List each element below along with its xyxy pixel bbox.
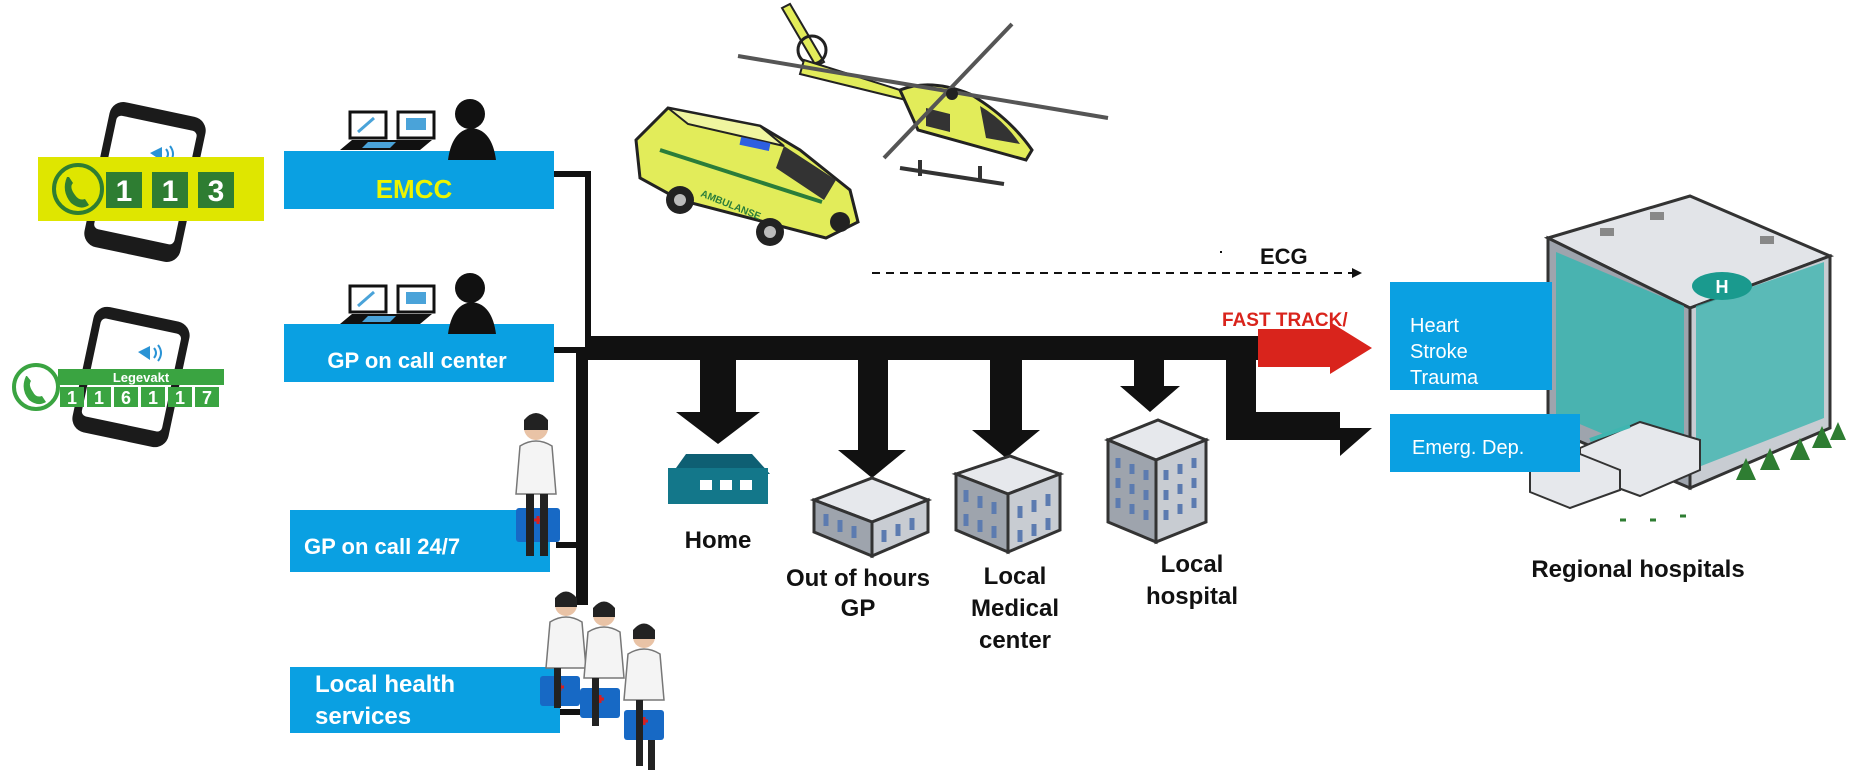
regional-hospital-icon: H [1529,194,1846,522]
digit-box [152,172,188,208]
digit-116117-2: 1 [94,388,104,408]
connector-lines [554,171,591,715]
main-flow-trunk [588,322,1372,374]
local-hospital-building-icon [1104,418,1210,545]
phone-113: 1 1 3 [38,102,264,262]
home-icon [668,454,770,504]
emcc-box: EMCC [284,151,554,209]
gp-on-call-247-box: GP on call 24/7 [290,510,550,572]
gp-center-operator-icon [340,273,496,334]
doctor-icon [515,413,560,556]
emcc-label: EMCC [376,174,453,204]
local-health-services-box: Local health services [290,667,560,733]
legevakt-label: Legevakt [113,370,170,385]
trauma-label: Trauma [1410,367,1479,389]
local-hospital-label-line1: Local [1161,551,1224,578]
helicopter-icon [737,2,1109,186]
digit-113-2: 1 [162,175,179,208]
ambulance-icon: AMBULANSE [634,106,860,246]
arrow-to-out-of-hours [838,360,906,478]
helipad-h-icon: H [1716,277,1729,297]
digit-113-3: 3 [208,175,225,208]
local-health-label-line1: Local health [315,671,455,698]
gp-call-center-label: GP on call center [327,348,507,373]
gp-on-call-247-label: GP on call 24/7 [304,534,460,559]
number-116117: 1 1 6 1 1 7 [60,387,219,408]
digit-box [106,172,142,208]
local-medical-label-line2: Medical [971,595,1059,622]
gp-call-center-box: GP on call center [284,324,554,382]
digit-116117-4: 1 [148,388,158,408]
arrow-to-home [676,360,760,444]
phone-116117: Legevakt 1 1 6 1 1 7 [12,306,224,448]
doctor-icon [580,601,625,726]
phone-handset-icon [12,363,60,411]
out-of-hours-building-icon [809,476,933,559]
arrow-to-local-hospital [1120,360,1180,412]
digit-116117-6: 7 [202,388,212,408]
fast-track-arrow [1258,322,1372,374]
local-medical-center-building-icon [951,454,1065,555]
emergency-department-box: Emerg. Dep. [1390,414,1580,472]
doctor-icon [623,623,665,770]
local-health-label-line2: services [315,703,411,730]
fast-track-label: FAST TRACK/ [1222,310,1348,331]
home-label: Home [685,527,752,554]
local-hospital-label-line2: hospital [1146,583,1238,610]
emcc-operator-icon [340,99,496,160]
stroke-label: Stroke [1410,341,1468,363]
ecg-label: ECG [1260,244,1308,269]
digit-116117-5: 1 [175,388,185,408]
local-medical-label-line3: center [979,627,1051,654]
digit-box [198,172,234,208]
emerg-dep-label: Emerg. Dep. [1412,437,1524,459]
doctor-icon [540,591,587,708]
local-medical-label-line1: Local [984,563,1047,590]
regional-hospitals-label: Regional hospitals [1531,556,1744,583]
digit-116117-3: 6 [121,388,131,408]
phone-handset-icon [52,163,104,215]
heart-label: Heart [1410,315,1459,337]
emerg-branch-arrow [1226,360,1372,456]
digit-116117-1: 1 [67,388,77,408]
heart-stroke-trauma-box: Heart Stroke Trauma [1390,282,1552,390]
legevakt-banner [58,369,224,385]
out-of-hours-label-line1: Out of hours [786,565,930,592]
arrow-to-local-medical [972,360,1040,458]
out-of-hours-label-line2: GP [841,595,876,622]
digit-113-1: 1 [116,175,133,208]
